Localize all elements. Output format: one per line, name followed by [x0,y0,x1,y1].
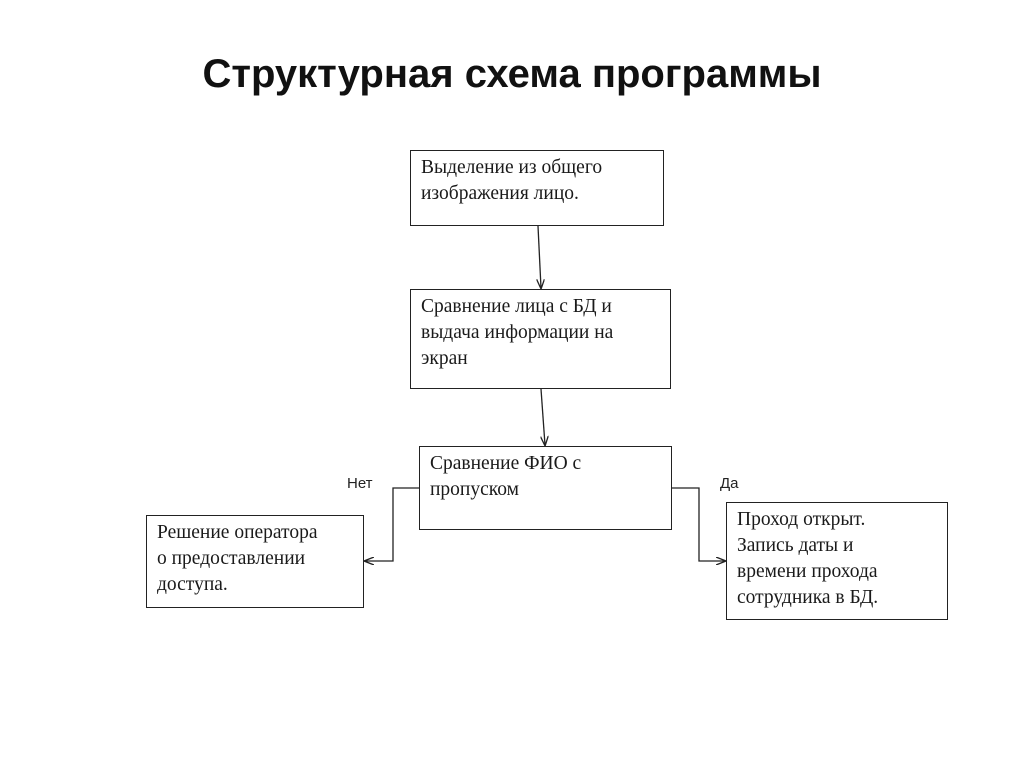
node-compare-db: Сравнение лица с БД и выдача информации … [410,289,671,389]
edge-label-no: Нет [347,475,373,492]
arrow-yes-branch [672,487,725,561]
node-pass-open: Проход открыт. Запись даты и времени про… [726,502,948,620]
arrow-compare-db-to-compare-name [540,388,545,445]
edge-label-yes: Да [720,475,739,492]
node-extract-face: Выделение из общего изображения лицо. [410,150,664,226]
arrow-no-branch [365,487,419,561]
slide-title: Структурная схема программы [202,52,822,96]
arrow-extract-to-compare-db [538,225,541,288]
node-compare-name: Сравнение ФИО с пропуском [419,446,672,530]
node-operator-decision: Решение оператора о предоставлении досту… [146,515,364,608]
